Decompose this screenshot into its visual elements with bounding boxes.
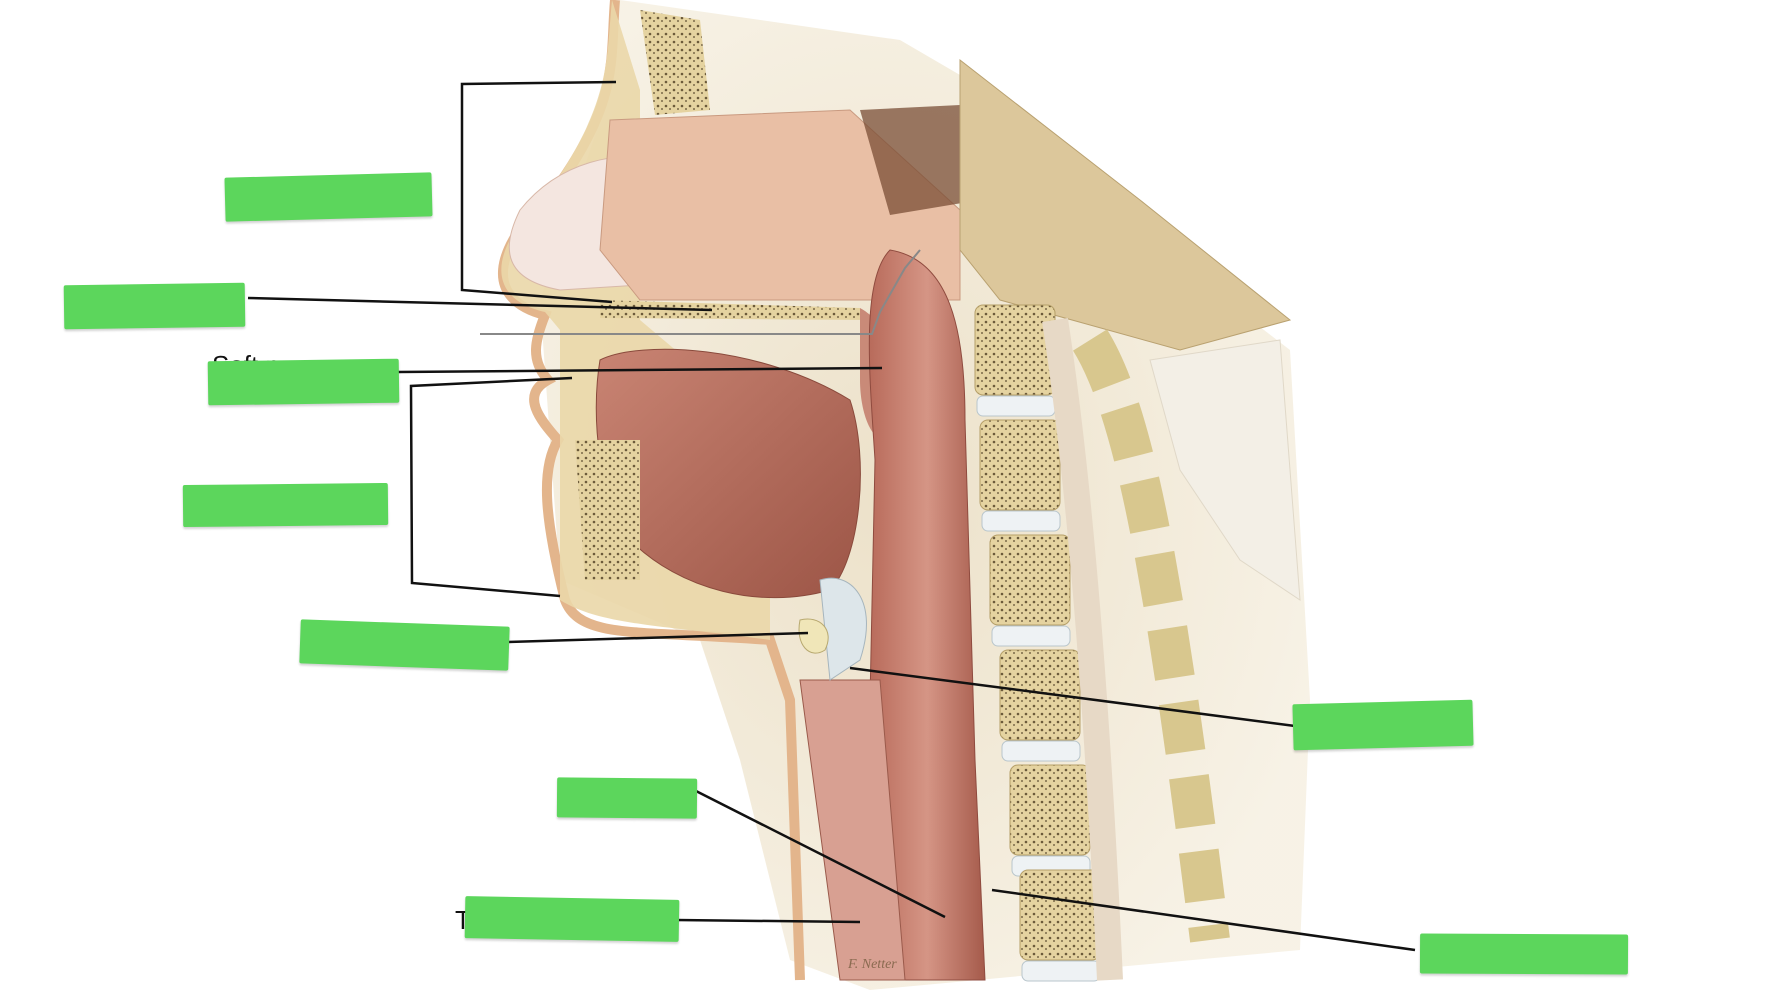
thyroid-leader: [675, 918, 861, 924]
label-box-nasal-cavity[interactable]: [224, 172, 433, 222]
label-box-oral-cavity[interactable]: [182, 482, 389, 528]
intervertebral-disc: [991, 625, 1071, 647]
vertebral-body: [1009, 764, 1091, 856]
hyoid-leader: [507, 631, 809, 644]
skull-base: [959, 58, 1292, 351]
soft-palate-leader: [397, 366, 883, 374]
hard-palate-leader: [247, 296, 713, 312]
vertebral-body: [1019, 869, 1101, 961]
oral-cavity-bracket: [409, 376, 573, 598]
posterior-arches: [1072, 329, 1230, 943]
nasal-cavity-region: [599, 109, 961, 301]
mandible: [575, 440, 640, 580]
intervertebral-disc: [976, 395, 1056, 417]
label-box-thyroid-cartilage[interactable]: [464, 896, 680, 942]
esophagus-leader: [991, 888, 1416, 952]
vertebral-body: [979, 419, 1061, 511]
label-box-epiglottis[interactable]: [1292, 699, 1474, 751]
larynx-trachea: [799, 679, 906, 981]
nasal-cavity-bracket: [460, 80, 617, 304]
label-box-larynx[interactable]: [556, 777, 698, 819]
intervertebral-disc: [1001, 740, 1081, 762]
label-box-soft-palate[interactable]: [207, 358, 400, 406]
sphenoid-sinus: [860, 105, 980, 215]
label-box-hyoid-bone[interactable]: [299, 619, 510, 671]
vertebral-body: [989, 534, 1071, 626]
posterior-neck-tissue: [1149, 339, 1301, 601]
label-box-hard-palate[interactable]: [63, 282, 246, 330]
vertebral-body: [974, 304, 1056, 396]
hyoid: [798, 618, 829, 654]
epiglottis-leader: [849, 666, 1296, 728]
intervertebral-disc: [981, 510, 1061, 532]
larynx-leader: [693, 788, 946, 919]
pharynx-tube: [868, 249, 986, 981]
vertebral-body: [999, 649, 1081, 741]
frontal-sinus: [640, 10, 710, 115]
intervertebral-disc: [1021, 960, 1101, 982]
hard-palate-bone: [600, 300, 870, 320]
cervical-vertebrae: [974, 304, 1101, 982]
label-box-esophagus[interactable]: [1419, 933, 1629, 975]
epiglottis-cartilage: [819, 577, 867, 681]
pharynx-pointer: [480, 249, 921, 335]
spinal-cord: [1042, 318, 1123, 981]
artist-signature: F. Netter: [847, 957, 897, 972]
